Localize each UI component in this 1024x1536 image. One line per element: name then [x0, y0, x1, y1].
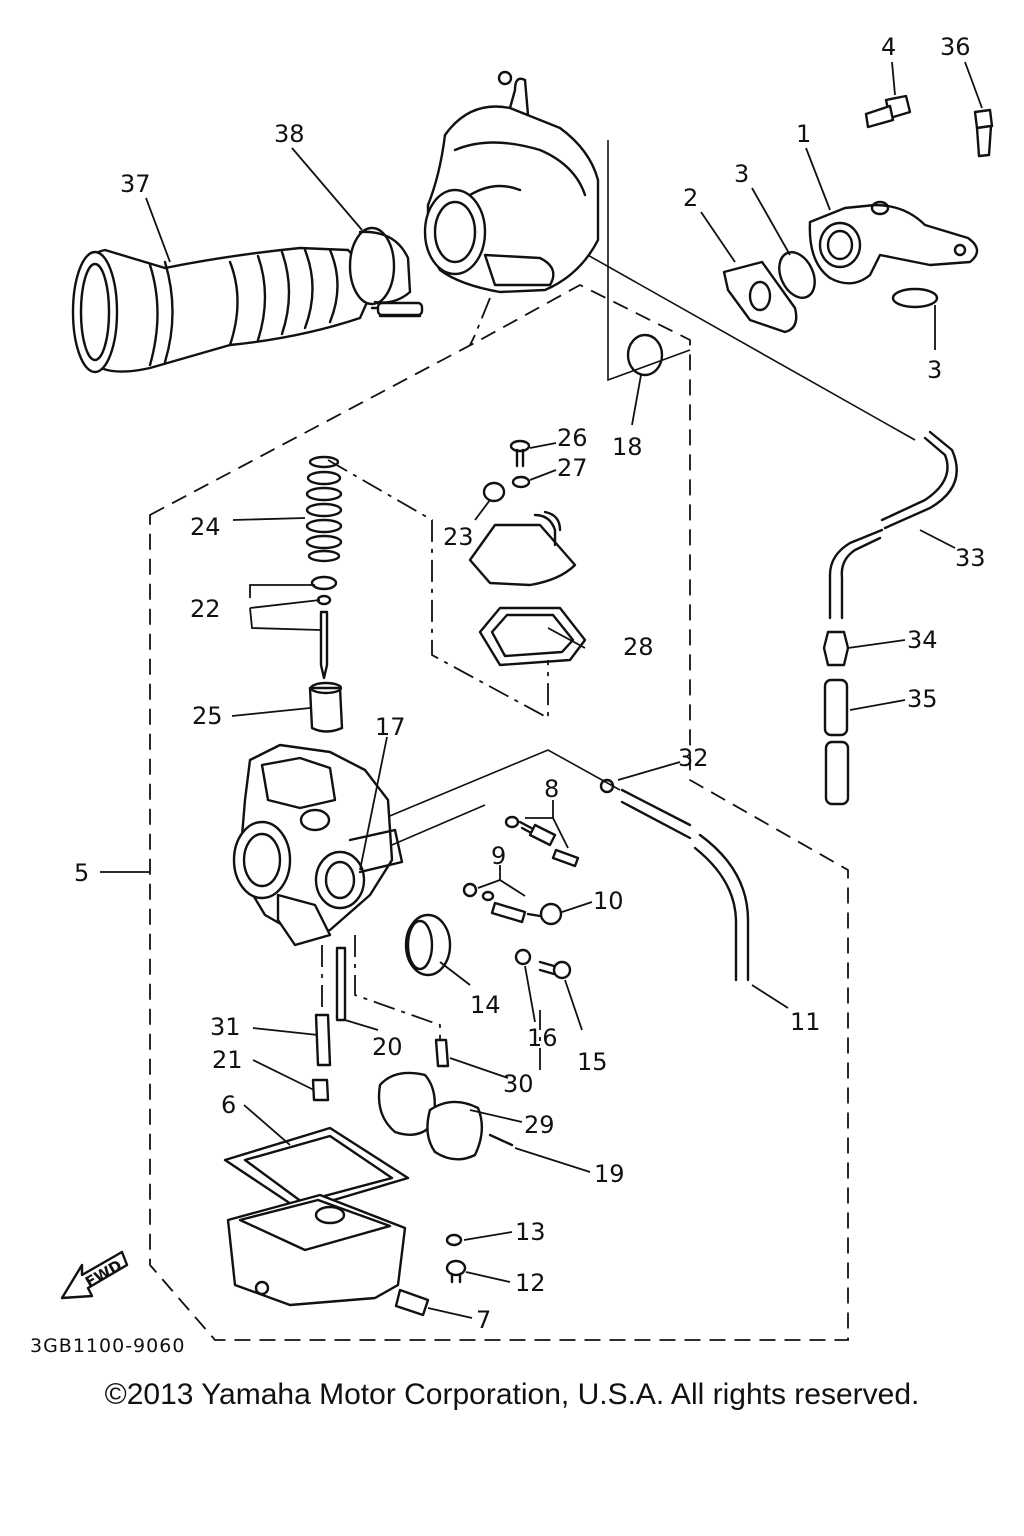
- air-box-part: [423, 70, 600, 294]
- gasket-part: [722, 260, 798, 334]
- drain-screw-part: [394, 1288, 430, 1317]
- callout-label: 13: [515, 1218, 546, 1246]
- alignment-line: [327, 459, 549, 720]
- callout-label: 35: [907, 685, 938, 713]
- intake-manifold-part: [808, 200, 979, 285]
- needle-valve-part: [434, 1038, 450, 1068]
- callout-label: 10: [593, 887, 624, 915]
- callout-label: 16: [527, 1024, 558, 1052]
- callout-label: 6: [221, 1091, 236, 1119]
- assembly-boundary: [149, 283, 849, 1341]
- callout-label: 18: [612, 433, 643, 461]
- screw-part: [445, 1259, 467, 1284]
- washer-part: [511, 475, 531, 489]
- carburetor-exploded-diagram: FWD: [30, 33, 994, 1357]
- alignment-line: [469, 297, 491, 346]
- screw-part: [538, 960, 572, 980]
- vent-hose-part: [828, 430, 958, 620]
- washer-part: [514, 948, 532, 966]
- callout-label: 12: [515, 1269, 546, 1297]
- alignment-line: [354, 935, 441, 1040]
- callout-label: 33: [955, 544, 986, 572]
- callout-label: 34: [907, 626, 938, 654]
- o-ring-part: [891, 287, 939, 309]
- callout-label: 1: [796, 120, 811, 148]
- needle-jet-part: [335, 946, 347, 1022]
- vent-line: [569, 244, 916, 441]
- callout-label: 24: [190, 513, 221, 541]
- callout-label: 9: [491, 842, 506, 870]
- bolt-part: [864, 94, 912, 129]
- callout-label: 15: [577, 1048, 608, 1076]
- callout-label: 19: [594, 1160, 625, 1188]
- callout-label: 14: [470, 991, 501, 1019]
- callout-label: 3: [927, 356, 942, 384]
- callout-label: 20: [372, 1033, 403, 1061]
- screw-part: [526, 902, 563, 926]
- carburetor-body-part: [232, 743, 404, 947]
- clip-part: [599, 778, 615, 794]
- callout-label: 4: [881, 33, 896, 61]
- callout-label: 36: [940, 33, 971, 61]
- callout-label: 21: [212, 1046, 243, 1074]
- callout-label: 25: [192, 702, 223, 730]
- vent-line: [607, 140, 691, 382]
- o-ring-part: [626, 333, 664, 377]
- screw-part: [509, 439, 531, 468]
- float-part: [377, 1071, 483, 1161]
- pilot-jet-part: [314, 1013, 332, 1067]
- callout-label: 37: [120, 170, 151, 198]
- throttle-valve-part: [308, 681, 344, 733]
- bolt-part: [973, 108, 994, 158]
- callout-label: 29: [524, 1111, 555, 1139]
- callout-label: 3: [734, 160, 749, 188]
- callout-label: 38: [274, 120, 305, 148]
- callout-label: 5: [74, 859, 89, 887]
- callout-label: 17: [375, 713, 406, 741]
- overflow-hose-part: [620, 788, 750, 982]
- float-bowl-gasket-part: [223, 1126, 410, 1212]
- cover-gasket-part: [478, 606, 587, 667]
- jet-needle-part: [310, 575, 338, 680]
- callout-label: 26: [557, 424, 588, 452]
- screw-set-part: [504, 815, 580, 868]
- copyright-notice: ©2013 Yamaha Motor Corporation, U.S.A. A…: [104, 1378, 920, 1411]
- callout-label: 8: [544, 775, 559, 803]
- callout-label: 23: [443, 523, 474, 551]
- callout-label: 27: [557, 454, 588, 482]
- callout-label: 2: [683, 184, 698, 212]
- callout-label: 30: [503, 1070, 534, 1098]
- vent-line: [379, 749, 621, 821]
- callout-label: 32: [678, 744, 709, 772]
- spring-part: [305, 455, 343, 563]
- vent-line: [379, 804, 486, 851]
- float-pin-part: [488, 1133, 514, 1147]
- callout-label: 22: [190, 595, 221, 623]
- o-ring-part: [778, 251, 816, 299]
- hose-part: [823, 678, 850, 806]
- screw-set-part: [462, 882, 527, 924]
- callout-label: 28: [623, 633, 654, 661]
- air-duct-part: [71, 246, 370, 374]
- callout-label: 7: [476, 1306, 491, 1334]
- fitting-part: [822, 630, 850, 667]
- fwd-arrow-icon: FWD: [60, 1250, 129, 1300]
- cap-part: [404, 913, 452, 977]
- cap-part: [482, 481, 506, 503]
- washer-part: [445, 1233, 463, 1247]
- callout-label: 31: [210, 1013, 241, 1041]
- float-bowl-part: [226, 1193, 407, 1307]
- callout-labels: 4 36 38 37 1 3 2 3 3 18 26 27 23 24 22 2…: [74, 33, 986, 1334]
- top-cover-part: [468, 510, 577, 587]
- callout-label: 11: [790, 1008, 821, 1036]
- clamp-part: [348, 226, 424, 318]
- main-jet-part: [311, 1078, 330, 1102]
- drawing-code: 3GB1100-9060: [30, 1335, 185, 1357]
- leader-lines: [100, 61, 983, 1319]
